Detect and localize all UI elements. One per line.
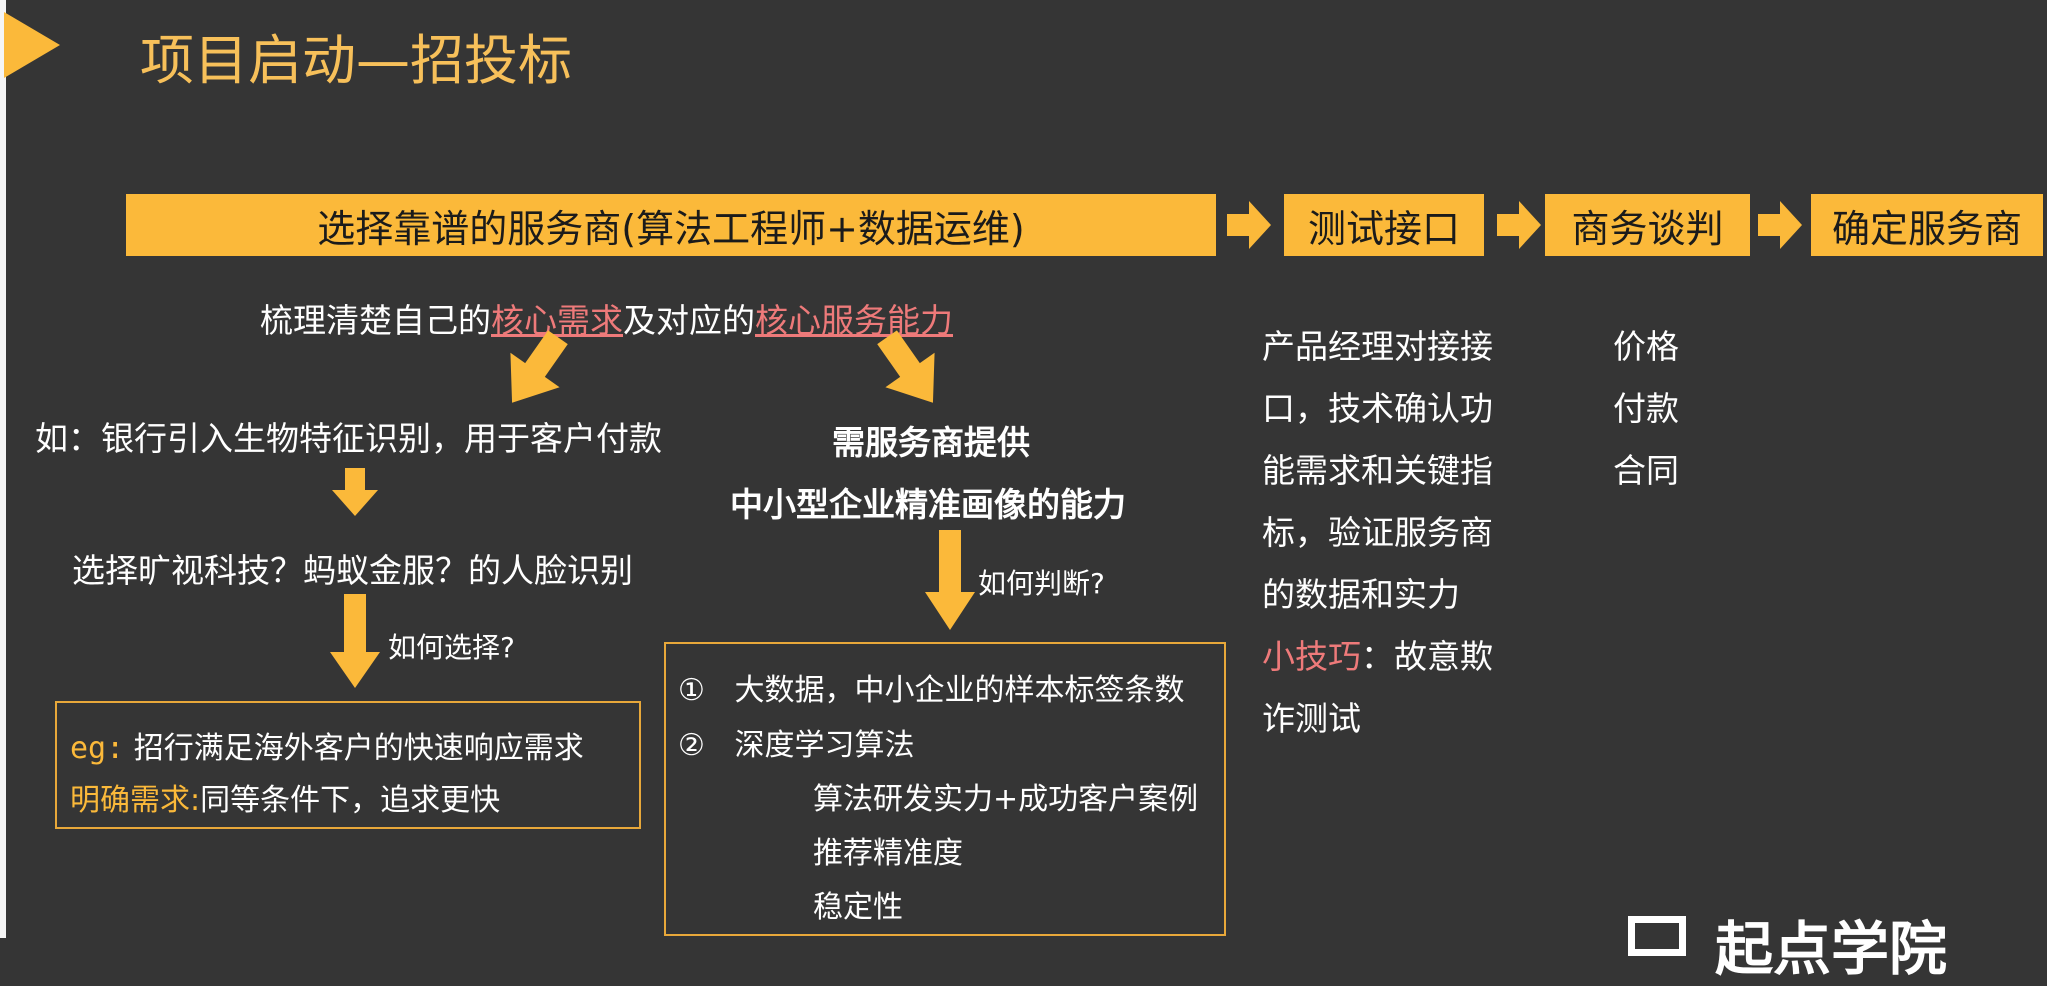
criteria-item-1-text: 大数据，中小企业的样本标签条数 — [734, 673, 1185, 708]
arrow-right-icon — [1758, 201, 1802, 249]
arrow-down-long-icon — [925, 530, 975, 630]
analysis-prefix: 梳理清楚自己的 — [260, 301, 491, 340]
eg-box — [55, 701, 641, 829]
test-note-tip: 小技巧：故意欺 — [1262, 630, 1493, 678]
vendor-question: 选择旷视科技？蚂蚁金服？的人脸识别 — [72, 551, 633, 590]
test-note-line2: 口，技术确认功 — [1262, 389, 1493, 428]
analysis-middle: 及对应的 — [623, 301, 755, 340]
core-service-highlight: 核心服务能力 — [755, 301, 953, 340]
circled-two: ② — [678, 728, 705, 763]
arrow-down-left-icon — [510, 330, 568, 403]
negotiation-price: 价格 — [1613, 327, 1679, 366]
core-needs-highlight: 核心需求 — [491, 301, 623, 340]
test-note-line1: 产品经理对接接 — [1262, 327, 1493, 366]
criteria-box — [664, 642, 1226, 936]
test-note-line4: 标，验证服务商 — [1262, 513, 1493, 552]
watermark-text: 起点学院 — [1715, 915, 1948, 983]
left-edge-bar — [0, 0, 6, 938]
flow-step-test-interface: 测试接口 — [1284, 194, 1484, 256]
circled-one: ① — [678, 673, 705, 708]
tip-label: 小技巧 — [1262, 637, 1361, 676]
negotiation-contract: 合同 — [1613, 451, 1679, 490]
test-note-line7: 诈测试 — [1262, 699, 1361, 738]
flow-step-select-provider: 选择靠谱的服务商(算法工程师+数据运维) — [126, 194, 1216, 256]
criteria-item-2-text: 深度学习算法 — [734, 728, 915, 763]
requirement-line: 明确需求:同等条件下，追求更快 — [70, 775, 500, 819]
tip-text: ：故意欺 — [1361, 637, 1493, 676]
test-note-line3: 能需求和关键指 — [1262, 451, 1493, 490]
arrow-down-right-icon — [877, 330, 935, 403]
need-provider-line2: 中小型企业精准画像的能力 — [730, 485, 1126, 524]
how-to-choose-label: 如何选择? — [388, 631, 515, 664]
arrow-down-long-icon — [330, 594, 380, 688]
negotiation-payment: 付款 — [1613, 389, 1679, 428]
logo-square-icon — [1628, 916, 1686, 956]
need-provider-line1: 需服务商提供 — [832, 423, 1030, 462]
criteria-item-2: ② 深度学习算法 — [678, 720, 914, 764]
criteria-sub-2: 推荐精准度 — [813, 836, 963, 871]
criteria-sub-3: 稳定性 — [813, 890, 903, 925]
eg-text: 招行满足海外客户的快速响应需求 — [133, 731, 584, 766]
requirement-text: 同等条件下，追求更快 — [200, 783, 501, 818]
flow-step-negotiation: 商务谈判 — [1545, 194, 1750, 256]
title-triangle-icon — [4, 12, 60, 78]
arrow-right-icon — [1227, 201, 1271, 249]
example-bank-biometric: 如：银行引入生物特征识别，用于客户付款 — [35, 419, 662, 458]
requirement-label: 明确需求: — [70, 783, 201, 818]
eg-line: eg: 招行满足海外客户的快速响应需求 — [70, 723, 584, 767]
page-title: 项目启动—招投标 — [140, 29, 572, 92]
criteria-sub-1: 算法研发实力+成功客户案例 — [813, 782, 1199, 817]
test-note-line5: 的数据和实力 — [1262, 575, 1460, 614]
criteria-item-1: ① 大数据，中小企业的样本标签条数 — [678, 665, 1184, 709]
eg-label: eg: — [70, 731, 125, 766]
arrow-right-icon — [1497, 201, 1541, 249]
analysis-line: 梳理清楚自己的核心需求及对应的核心服务能力 — [260, 294, 953, 342]
flow-step-confirm-provider: 确定服务商 — [1811, 194, 2043, 256]
arrow-down-icon — [332, 468, 378, 516]
how-to-judge-label: 如何判断? — [978, 567, 1105, 600]
